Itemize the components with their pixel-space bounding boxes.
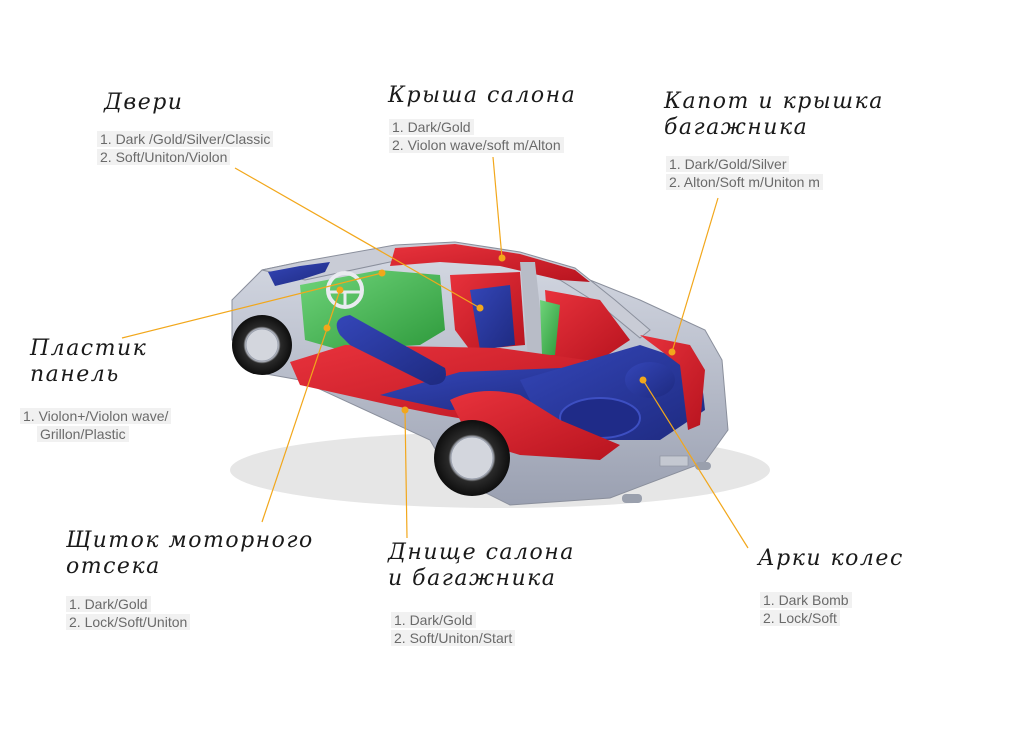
label-panel-title-line2: панель [30, 362, 120, 387]
label-hood-title-line2: багажника [664, 115, 809, 140]
label-firewall-title-line2: отсека [66, 554, 161, 579]
leader-line-panel [121, 272, 383, 339]
label-firewall-title: Щиток моторного [66, 528, 314, 553]
label-floor-title-line2: и багажника [388, 566, 557, 591]
list-item: 1. Dark/Gold [389, 118, 564, 136]
firewall-insulation-green [300, 270, 445, 350]
rear-rim [450, 436, 494, 480]
list-item: 1. Violon+/Violon wave/Grillon/Plastic [20, 407, 172, 443]
label-floor-title: Днище салона [388, 540, 575, 565]
steering-wheel [326, 271, 364, 309]
leader-line-floor [404, 409, 408, 539]
rear-arch-blue [625, 362, 675, 398]
list-item: 2. Lock/Soft/Uniton [66, 613, 191, 631]
roof-insulation-red [390, 244, 590, 282]
b-pillar [520, 262, 545, 357]
leader-dot-panel [378, 269, 386, 277]
list-item: 1. Dark /Gold/Silver/Classic [97, 130, 274, 148]
label-panel-list: 1. Violon+/Violon wave/Grillon/Plastic [20, 407, 172, 443]
leader-line-doors [234, 167, 481, 309]
exhaust-pipe [695, 462, 711, 470]
rear-green-strip [540, 300, 560, 355]
rear-blue-panel [470, 285, 515, 350]
list-item: 2. Soft/Uniton/Start [391, 629, 516, 647]
label-arches-list: 1. Dark Bomb 2. Lock/Soft [760, 591, 852, 627]
leader-line-hood [671, 197, 719, 353]
license-plate [659, 455, 689, 467]
label-doors-title: Двери [104, 90, 184, 115]
label-panel-title: Пластик [30, 336, 148, 361]
label-hood-title: Капот и крышка [664, 89, 884, 114]
leader-dot-doors [476, 304, 484, 312]
list-item: 2. Alton/Soft m/Uniton m [666, 173, 823, 191]
list-item: 2. Lock/Soft [760, 609, 852, 627]
trunk-lid-insulation [640, 335, 705, 430]
rear-door-insulation [545, 290, 630, 360]
leader-dot-green [323, 324, 331, 332]
leader-dot-firewall [336, 286, 344, 294]
steering-spoke [330, 290, 360, 305]
leader-dot-arches [639, 376, 647, 384]
list-item: 2. Soft/Uniton/Violon [97, 148, 273, 166]
list-item: 2. Violon wave/soft m/Alton [389, 136, 564, 154]
exhaust-pipe [622, 494, 642, 503]
list-item: 1. Dark/Gold/Silver [666, 155, 823, 173]
leader-dot-hood [668, 348, 676, 356]
front-rim [245, 328, 279, 362]
roof-insulation-blue [268, 262, 330, 286]
list-item: 1. Dark/Gold [391, 611, 515, 629]
leader-line-roof [492, 156, 503, 259]
label-arches-title: Арки колес [758, 546, 904, 571]
label-doors-list: 1. Dark /Gold/Silver/Classic 2. Soft/Uni… [97, 130, 274, 166]
list-item: 1. Dark Bomb [760, 591, 852, 609]
leader-line-arches [642, 379, 749, 549]
list-item: 1. Dark/Gold [66, 595, 190, 613]
leader-dot-roof [498, 254, 506, 262]
transmission-tunnel [336, 315, 446, 385]
label-hood-list: 1. Dark/Gold/Silver 2. Alton/Soft m/Unit… [666, 155, 823, 191]
label-roof-title: Крыша салона [388, 83, 577, 108]
leader-dot-floor [401, 406, 409, 414]
label-floor-list: 1. Dark/Gold 2. Soft/Uniton/Start [391, 611, 516, 647]
label-roof-list: 1. Dark/Gold 2. Violon wave/soft m/Alton [389, 118, 564, 154]
label-firewall-list: 1. Dark/Gold 2. Lock/Soft/Uniton [66, 595, 191, 631]
